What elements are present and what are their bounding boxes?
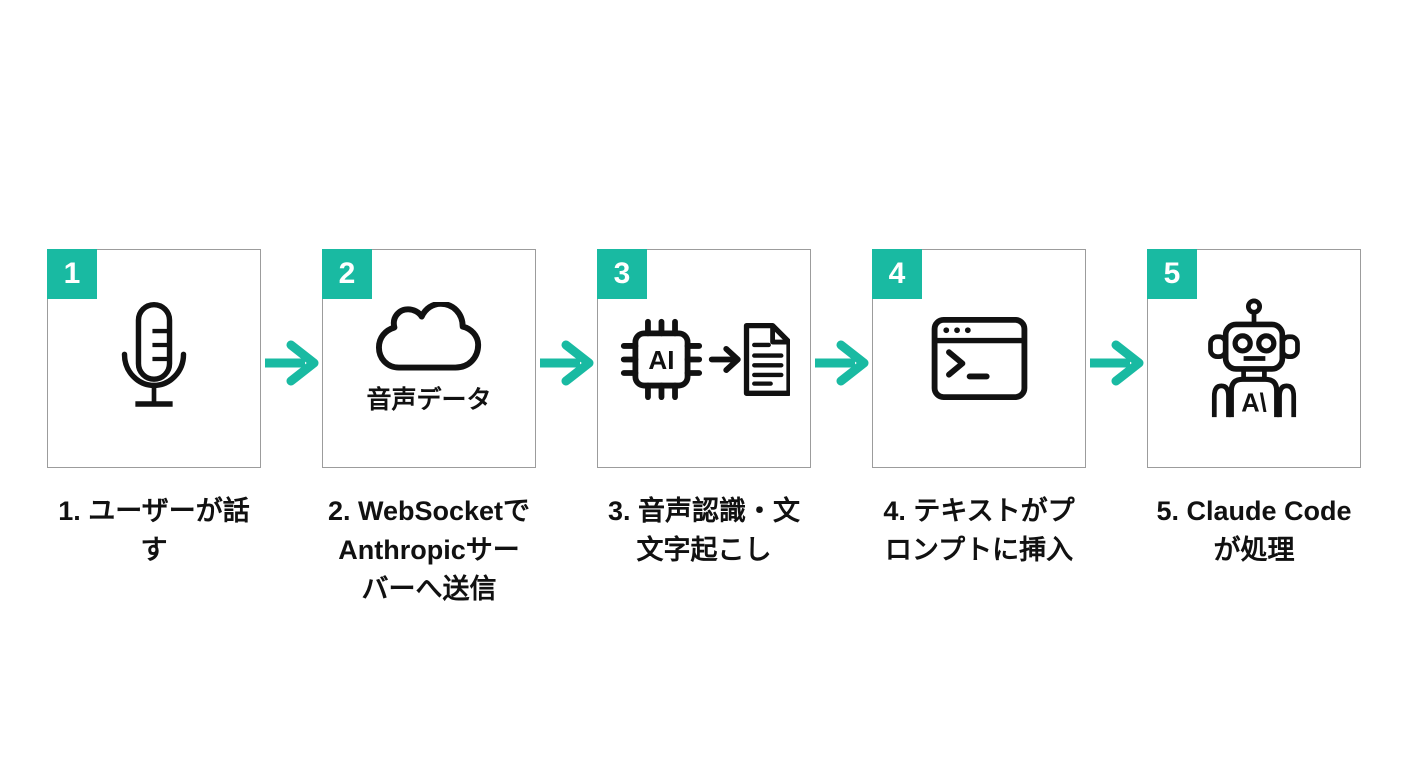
- terminal-window-icon: [931, 316, 1027, 401]
- step-5-caption: 5. Claude Code が処理: [1156, 496, 1352, 565]
- chip-label: AI: [648, 345, 674, 375]
- step-3-caption: 3. 音声認識・文 文字起こし: [607, 496, 801, 565]
- step-1-badge: 1: [47, 249, 97, 299]
- step-5-badge: 5: [1147, 249, 1197, 299]
- step-4-caption: 4. テキストがプ ロンプトに挿入: [883, 496, 1075, 565]
- step-2: 2 音声データ 2. WebSocketで Anthropicサー バーへ送信: [322, 249, 536, 609]
- step-1-caption: 1. ユーザーが話 す: [58, 496, 250, 565]
- step-5-box: 5 A\: [1147, 249, 1361, 468]
- step-3-box: 3 AI: [597, 249, 811, 468]
- step-1: 1 1. ユーザーが話 す: [47, 249, 261, 570]
- step-2-box: 2 音声データ: [322, 249, 536, 468]
- step-4-badge: 4: [872, 249, 922, 299]
- ai-chip-to-document-icon: AI: [620, 318, 790, 401]
- microphone-icon: [121, 301, 187, 407]
- step-4-box: 4: [872, 249, 1086, 468]
- robot-chest-label: A\: [1241, 389, 1267, 417]
- cloud-icon: [375, 302, 482, 371]
- step-2-badge: 2: [322, 249, 372, 299]
- step-3-badge: 3: [597, 249, 647, 299]
- flow-row: 1 1. ユーザーが話 す 2: [47, 249, 1361, 609]
- arrow-1-2: [261, 249, 322, 468]
- arrow-3-4: [811, 249, 872, 468]
- arrow-right-icon: [1089, 340, 1143, 385]
- step-2-box-label: 音声データ: [366, 386, 492, 414]
- step-4: 4 4. テキストがプ ロンプトに挿入: [872, 249, 1086, 570]
- arrow-4-5: [1086, 249, 1147, 468]
- arrow-right-icon: [814, 340, 868, 385]
- arrow-right-icon: [539, 340, 593, 385]
- step-3: 3 AI 3. 音声認識・文 文字起こし: [597, 249, 811, 570]
- step-5: 5 A\ 5. Claude Code が処理: [1147, 249, 1361, 570]
- arrow-right-icon: [264, 340, 318, 385]
- arrow-2-3: [536, 249, 597, 468]
- step-1-box: 1: [47, 249, 261, 468]
- step-2-caption: 2. WebSocketで Anthropicサー バーへ送信: [327, 496, 531, 604]
- robot-icon: A\: [1208, 298, 1300, 417]
